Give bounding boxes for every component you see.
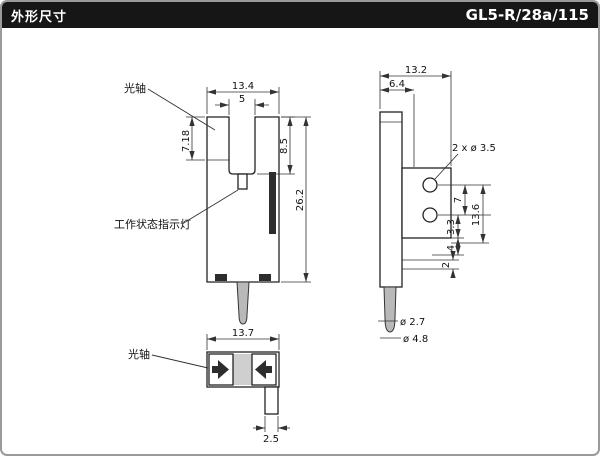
arrow-head [218, 360, 229, 379]
dim-front-width: 13.4 [232, 81, 254, 92]
dim-cable-core: ø 2.7 [400, 317, 425, 328]
dim-offset-b: 4 [446, 245, 457, 251]
dim-side-depth: 13.2 [405, 65, 427, 76]
dim-front-slot-width: 5 [239, 94, 245, 105]
dim-cable-outer: ø 4.8 [403, 334, 428, 345]
dim-hole-pitch: 7 [453, 197, 464, 203]
foot-left [215, 274, 227, 281]
side-view: 13.2 6.4 2 x ø 3.5 7 13.6 3.3 [378, 65, 496, 345]
label-optical-axis-front: 光轴 [124, 81, 146, 95]
emitter-protrusion [237, 173, 248, 190]
cable-exit-tab [264, 386, 279, 415]
dim-bottom-width: 13.7 [232, 328, 254, 339]
dim-side-front-depth: 6.4 [389, 79, 405, 90]
label-indicator: 工作状态指示灯 [114, 217, 191, 231]
foot-right [259, 274, 271, 281]
side-body-outline [379, 111, 403, 288]
arrow-head [255, 360, 266, 379]
model-number: GL5-R/28a/115 [465, 6, 589, 24]
side-cable [383, 286, 397, 333]
leader-optical-axis-front [147, 88, 216, 131]
label-holes: 2 x ø 3.5 [452, 143, 496, 154]
technical-drawing: 13.4 5 7.18 8.5 26.2 光轴 工作 [114, 65, 496, 445]
leader-indicator [181, 189, 239, 225]
front-view: 13.4 5 7.18 8.5 26.2 光轴 工作 [114, 81, 311, 325]
indicator-bar [269, 172, 276, 234]
leader-holes [434, 153, 459, 180]
beam-arrow-right [255, 360, 272, 379]
dim-flange-span: 13.6 [471, 204, 482, 226]
crossbar [233, 354, 252, 385]
dim-front-height: 26.2 [295, 189, 306, 211]
dim-front-slot-depth: 8.5 [279, 138, 290, 154]
leader-optical-axis-bottom [151, 354, 209, 369]
bottom-view: 13.7 2.5 光轴 [128, 328, 290, 445]
mounting-hole-bottom [422, 207, 438, 223]
beam-arrow-left [212, 360, 229, 379]
mounting-hole-top [422, 177, 438, 193]
dim-tab-width: 2.5 [263, 434, 279, 445]
front-cable [236, 281, 250, 325]
front-body-outline [206, 116, 280, 283]
dim-front-axis-depth: 7.18 [181, 130, 192, 152]
label-optical-axis-bottom: 光轴 [128, 347, 150, 361]
dim-offset-a: 3.3 [446, 219, 457, 235]
page-title: 外形尺寸 [11, 9, 68, 25]
title-bar: 外形尺寸 GL5-R/28a/115 [2, 2, 598, 28]
arrow-stem [266, 366, 272, 373]
dim-offset-c: 2 [441, 262, 452, 268]
arrow-stem [212, 366, 218, 373]
